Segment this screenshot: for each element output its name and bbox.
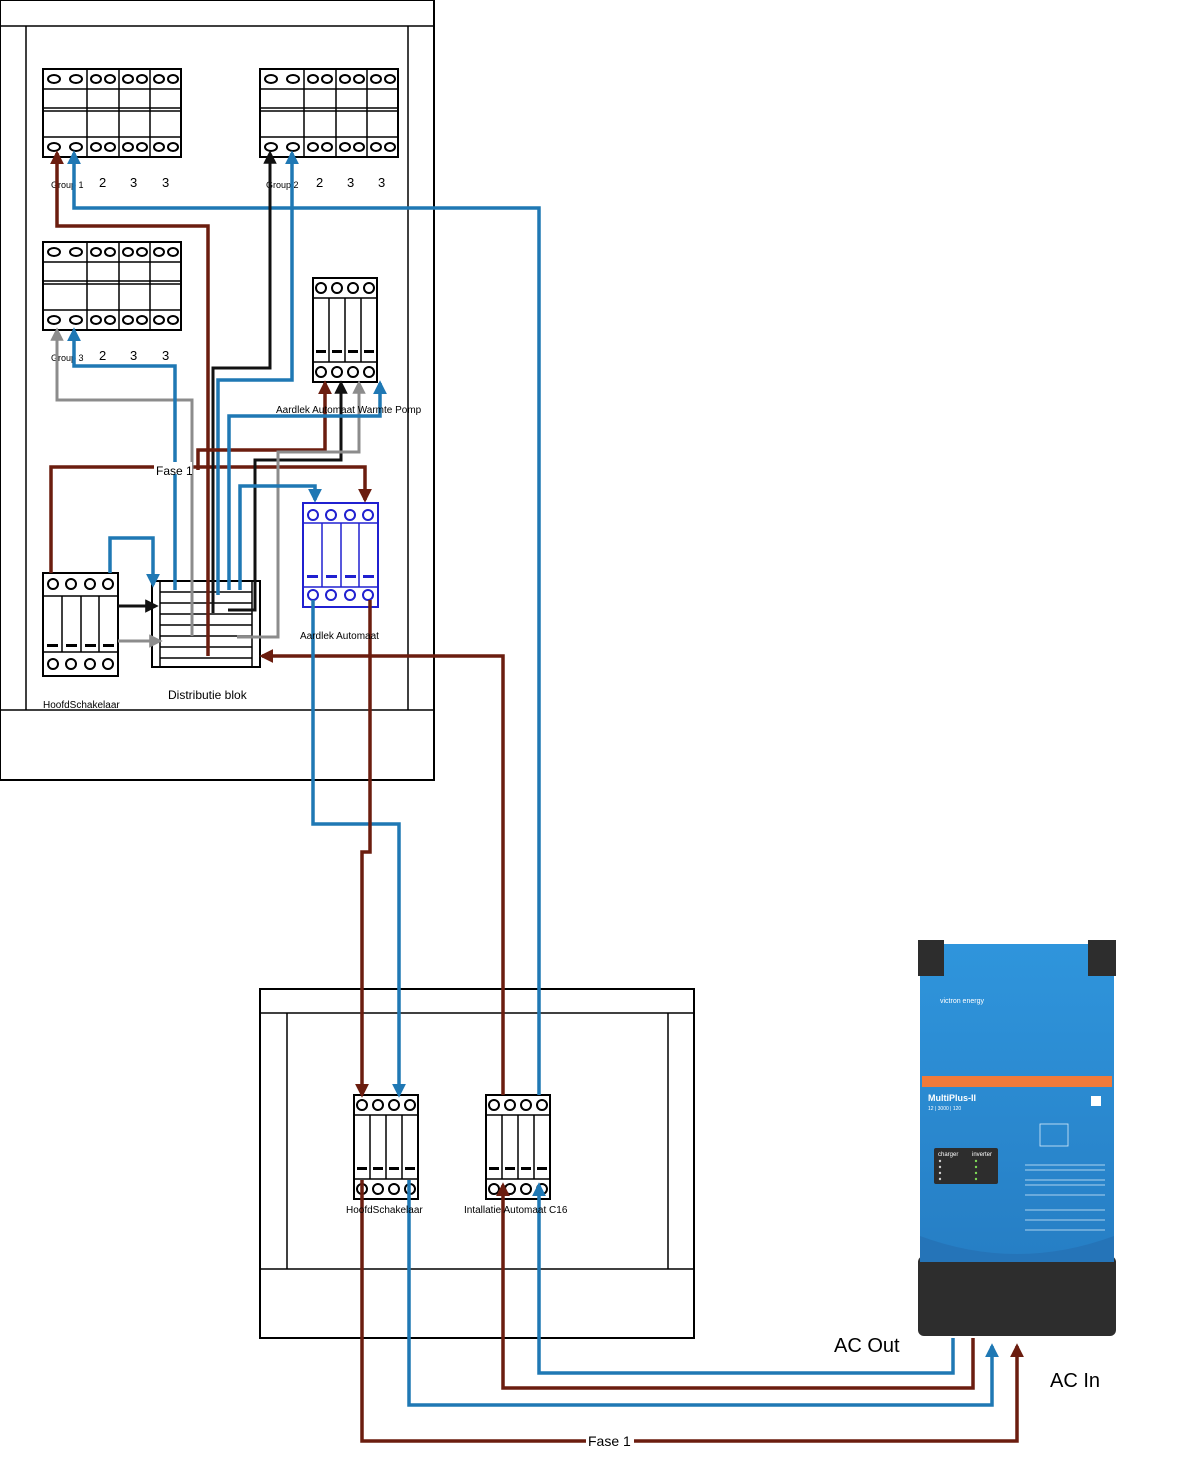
breaker-label: 2: [316, 175, 323, 190]
main-switch: [42, 572, 119, 677]
group-label: Group 2: [266, 180, 299, 190]
led-indicators: [938, 1159, 978, 1181]
wire-neutral-to-rcd: [238, 484, 322, 590]
wire-neutral-group-3: [67, 327, 177, 590]
inverter-model: MultiPlus-II: [928, 1093, 976, 1103]
breaker-row-group-3: Group 3 2 3 3: [42, 241, 182, 363]
wire-black-heatpump: [228, 380, 348, 612]
heatpump-rcd-label: Aardlek Automaat Warmte Pomp: [276, 405, 422, 416]
rcd-label: Aardlek Automaat: [300, 631, 379, 642]
breaker-label: 2: [99, 348, 106, 363]
wire-phase-ac-out: [496, 1182, 975, 1390]
inverter-fine-print: [1025, 1164, 1105, 1231]
sub-breaker-label: Intallatie Automaat C16: [464, 1205, 568, 1216]
wire-neutral-loop: [108, 536, 160, 588]
sub-breaker-c16: [485, 1094, 551, 1200]
phase-label-bg: [154, 462, 192, 474]
wire-neutral-group-2: [216, 150, 299, 595]
main-switch-label: HoofdSchakelaar: [43, 700, 120, 711]
wire-neutral-heatpump: [227, 380, 387, 590]
wire-phase-rcd-to-sub-switch: [355, 600, 372, 1098]
breaker-label: 2: [99, 175, 106, 190]
wire-black-group-2: [211, 150, 277, 613]
bottom-phase-label: Fase 1: [588, 1433, 631, 1449]
phase-label: Fase 1: [156, 464, 193, 478]
wire-neutral-ac-out: [532, 1182, 955, 1375]
wire-phase-ac-in: [360, 1180, 1024, 1443]
wire-phase-group-1: [50, 150, 210, 656]
distribution-block-label: Distributie blok: [168, 688, 248, 702]
breaker-label: 3: [130, 348, 137, 363]
group-label: Group 1: [51, 180, 84, 190]
rcd-main: [302, 502, 379, 608]
panel-charger-title: charger: [938, 1152, 958, 1158]
inverter-spec: 12 | 3000 | 120: [928, 1106, 961, 1112]
breaker-row-group-2: Group 2 2 3 3: [259, 68, 399, 190]
inverter-brand: victron energy: [940, 998, 984, 1005]
ac-out-label: AC Out: [834, 1335, 900, 1357]
breaker-label: 3: [347, 175, 354, 190]
sub-cabinet: [259, 988, 695, 1339]
breaker-label: 3: [130, 175, 137, 190]
breaker-label: 3: [162, 175, 169, 190]
ac-in-label: AC In: [1050, 1370, 1100, 1392]
wire-neutral-ac-in: [407, 1180, 999, 1407]
breaker-label: 3: [378, 175, 385, 190]
wire-gray-group-3: [50, 327, 194, 636]
inverter: victron energy MultiPlus-II 12 | 3000 | …: [918, 940, 1116, 1336]
breaker-row-group-1: Group 1 2 3 3: [42, 68, 182, 190]
wire-gray-heatpump: [237, 380, 366, 639]
wire-neutral-rcd-to-sub-switch: [311, 600, 406, 1098]
sub-main-switch-label: HoofdSchakelaar: [346, 1205, 423, 1216]
wire-neutral-group-1-and-c16: [67, 150, 541, 1095]
bottom-phase-label-bg: [586, 1434, 634, 1448]
rcd-heatpump: [312, 277, 378, 383]
distribution-block: [151, 580, 261, 668]
wire-phase-c16-to-dist: [259, 649, 505, 1095]
breaker-label: 3: [162, 348, 169, 363]
panel-inverter-title: inverter: [972, 1152, 992, 1158]
group-label: Group 3: [51, 353, 84, 363]
